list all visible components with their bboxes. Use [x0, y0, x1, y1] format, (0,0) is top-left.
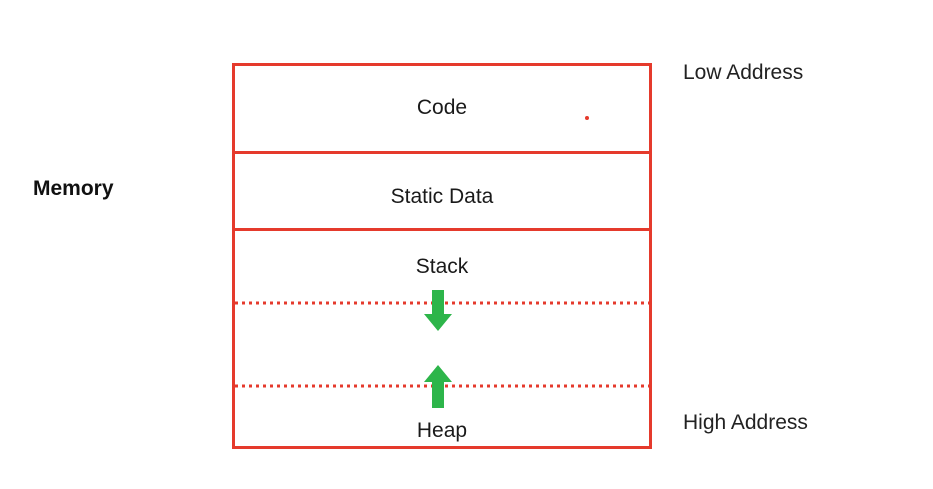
static-data-segment: Static Data — [232, 151, 652, 231]
static-data-segment-label: Static Data — [390, 185, 494, 208]
low-address-label: Low Address — [683, 61, 804, 84]
memory-label: Memory — [33, 177, 114, 200]
code-segment-label: Code — [416, 96, 468, 119]
heap-segment-label: Heap — [416, 419, 468, 442]
stack-segment-label: Stack — [415, 255, 469, 278]
stray-marker-dot — [585, 116, 589, 120]
code-segment: Code — [232, 63, 652, 154]
high-address-label: High Address — [683, 411, 808, 434]
stack-heap-segment: Stack Heap — [232, 228, 652, 449]
